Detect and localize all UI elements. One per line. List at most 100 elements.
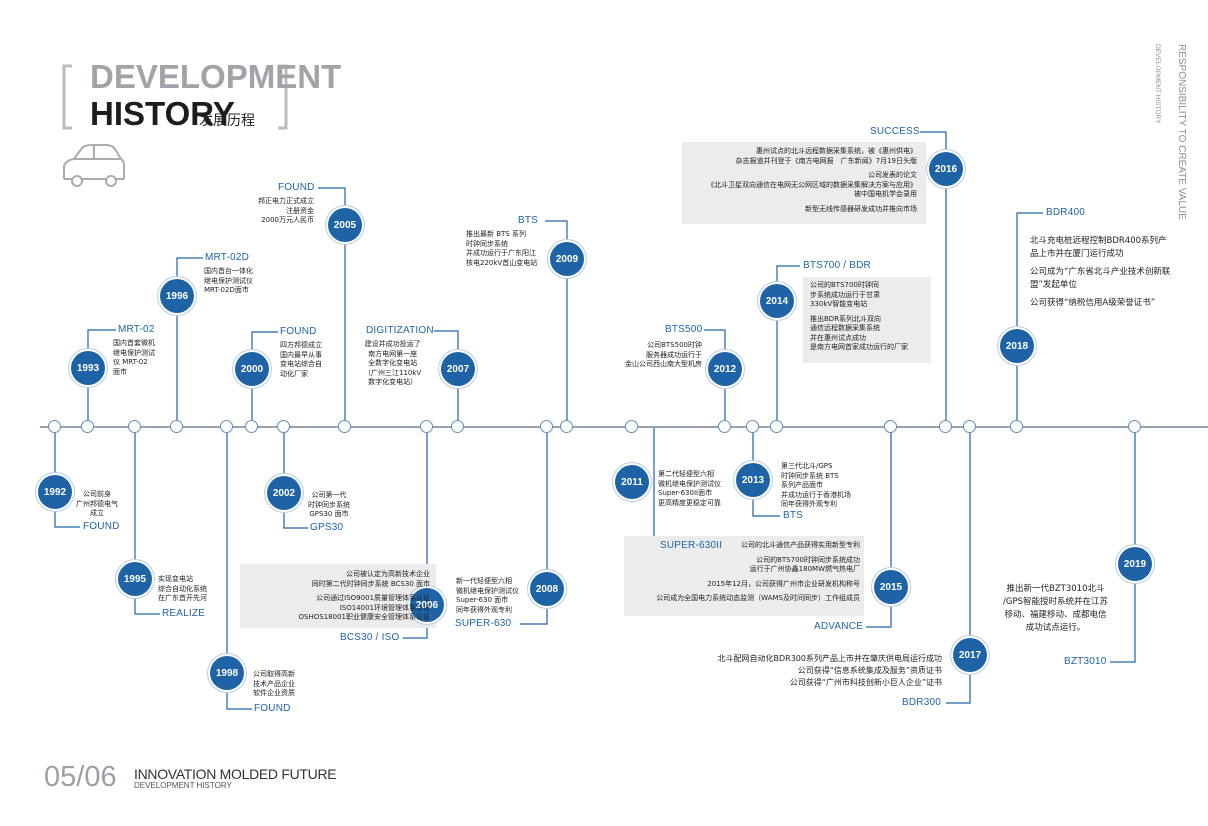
description-2019: 推出新一代BZT3010北斗/GPS智能授时系统并在江苏移动、福建移动、成都电信… (1003, 583, 1108, 635)
milestone-label-2015: ADVANCE (814, 621, 864, 632)
description-line: 核电220kV首山变电站 (466, 258, 538, 267)
connector-2008 (520, 427, 548, 625)
description-line: 微机继电保护测试仪 (658, 479, 721, 488)
description-line: 数字化变电站） (368, 378, 418, 386)
description-2016: 惠州试点的北斗远程数据采集系统，被《惠州供电》杂志报道并刊登于《南方电网报 广东… (707, 147, 917, 214)
timeline-node-2006 (420, 420, 433, 433)
timeline-node-2018 (1010, 420, 1023, 433)
description-line: 公司的BTS700时钟同 (810, 281, 879, 289)
timeline-node-1998 (220, 420, 233, 433)
description-line: 第二代轻便型六相 (658, 470, 714, 478)
milestone-label-1993: MRT-02 (118, 324, 155, 335)
description-line: 系列产品面市 (781, 481, 823, 489)
timeline-node-2009 (560, 420, 573, 433)
side-caption-line2: DEVELOPMENT HISTORY (1154, 44, 1161, 124)
year-badge-1992: 1992 (38, 475, 72, 509)
timeline-node-2015 (884, 420, 897, 433)
milestone-label-2008: SUPER-630 (455, 618, 512, 629)
year-badge-2006: 2006 (410, 588, 444, 622)
description-line: 建设并成功投运了 (364, 340, 421, 348)
description-line: 公司通过ISO9001质量管理体系认证 (316, 594, 430, 602)
description-line: 品上市并在厦门运行成功 (1030, 249, 1124, 259)
timeline-node-2014 (770, 420, 783, 433)
year-badge-2016: 2016 (929, 152, 963, 186)
text-box-2006 (240, 564, 436, 628)
milestone-label-2006: BCS30 / ISO (340, 632, 400, 643)
year-badge-2013: 2013 (736, 463, 770, 497)
year-badge-2008: 2008 (530, 572, 564, 606)
page-title-cn: 发展历程 (199, 113, 255, 129)
description-line: 继电保护测试仪 (204, 276, 253, 285)
description-line: 变电站综合自 (280, 360, 322, 368)
description-line: 国内首台一体化 (204, 267, 253, 275)
year-badge-1996: 1996 (160, 279, 194, 313)
page-title-en-1: DEVELOPMENT (90, 58, 342, 95)
milestone-label-1996: MRT-02D (205, 252, 250, 263)
connector-2016 (920, 131, 947, 427)
connector-1998 (226, 427, 252, 710)
footer-subtitle: DEVELOPMENT HISTORY (134, 781, 232, 790)
milestone-label-2013: BTS (783, 510, 804, 521)
description-line: 全数字化变电站 (368, 359, 418, 367)
description-line: 软件企业资质 (253, 689, 295, 697)
description-line: 公司前身 (83, 490, 111, 498)
description-line: 综合自动化系统 (158, 584, 207, 593)
description-line: 公司的BTS700时钟同步系统成功 (756, 555, 860, 564)
page-title-en-2: HISTORY (90, 95, 235, 132)
right-bracket (278, 64, 288, 130)
milestone-label-1992: FOUND (83, 521, 120, 532)
connector-2019 (1110, 427, 1136, 663)
year-badge-2018: 2018 (1000, 329, 1034, 363)
description-2000: 四方邦德成立国内最早从事变电站综合自动化厂家 (280, 341, 322, 379)
text-box-2014 (803, 277, 931, 363)
timeline-node-2017 (963, 420, 976, 433)
description-line: 北斗配网自动化BDR300系列产品上市并在肇庆供电局运行成功 (717, 654, 942, 663)
description-line: 时钟同步系统 BTS (781, 471, 839, 480)
description-line: 杂志报道并刊登于《南方电网报 广东新闻》7月19日头版 (735, 156, 917, 165)
description-line: 2000万元人民币 (261, 216, 314, 224)
description-line: 同时第二代时钟同步系统 BCS30 面市 (311, 579, 430, 588)
description-line: 惠州试点的北斗远程数据采集系统，被《惠州供电》 (756, 147, 917, 155)
year-badge-2002: 2002 (267, 476, 301, 510)
description-line: 公司的北斗通信产品获得实用新型专利 (741, 541, 860, 549)
left-bracket (62, 64, 72, 130)
description-line: 邦正电力正式成立 (258, 197, 314, 205)
description-line: ISO14001环境管理体系认证 (339, 603, 430, 612)
connector-1992 (54, 427, 80, 528)
description-line: 成立 (90, 509, 104, 517)
description-2017: 北斗配网自动化BDR300系列产品上市并在肇庆供电局运行成功公司获得“信息系统集… (718, 653, 942, 689)
year-badge-2014: 2014 (760, 284, 794, 318)
description-line: 公司成为“广东省北斗产业技术创新联 (1030, 267, 1171, 277)
description-line: 公司发表的论文 (868, 171, 917, 179)
milestone-label-2017: BDR300 (902, 697, 941, 708)
description-line: 国内首套微机 (113, 339, 155, 347)
description-line: 公司第一代 (311, 491, 347, 499)
description-line: 动化厂家 (280, 369, 308, 378)
description-line: 广州邦德电气 (76, 499, 118, 508)
timeline-node-2011 (625, 420, 638, 433)
description-2006: 公司被认定为高新技术企业同时第二代时钟同步系统 BCS30 面市公司通过ISO9… (299, 570, 430, 623)
milestone-label-1998: FOUND (254, 703, 291, 714)
description-line: 微机继电保护测试仪 (456, 586, 519, 595)
description-line: 推出最新 BTS 系列 (466, 230, 526, 238)
description-line: 服务器成功运行于 (646, 350, 702, 359)
timeline-node-2019 (1128, 420, 1141, 433)
description-line: 2015年12月，公司获得广州市企业研发机构称号 (707, 579, 860, 588)
connector-2002 (283, 427, 308, 529)
timeline-node-2013 (746, 420, 759, 433)
milestone-label-2014: BTS700 / BDR (803, 260, 871, 271)
description-line: 并成功运行于广东阳江 (466, 249, 536, 257)
description-line: 继电保护测试 (113, 348, 155, 357)
description-line: 注册资金 (286, 206, 314, 215)
year-badge-2009: 2009 (550, 242, 584, 276)
description-line: 推出BDR系列北斗双向 (810, 314, 882, 323)
description-1998: 公司取得高新技术产品企业软件企业资质 (253, 670, 295, 699)
milestone-label-2000: FOUND (280, 326, 317, 337)
